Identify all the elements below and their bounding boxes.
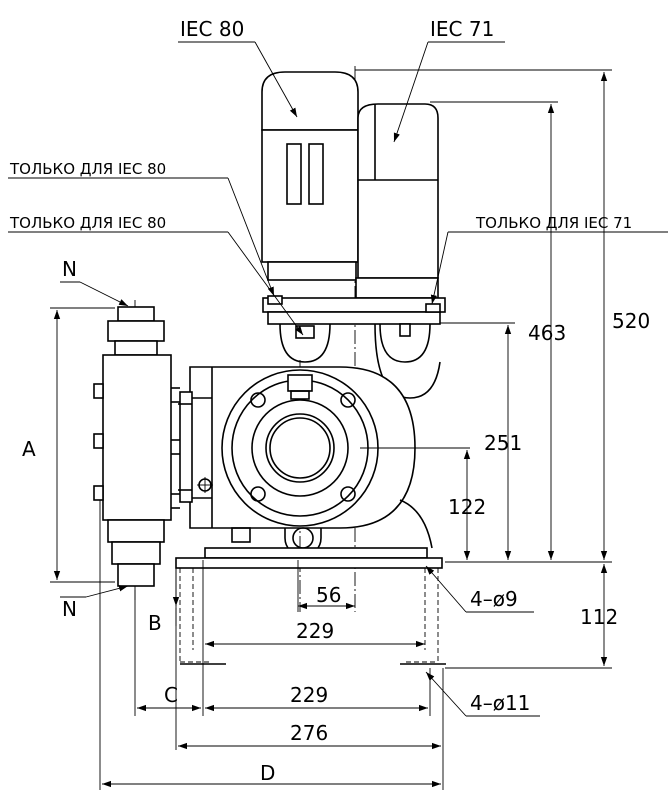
dim-229-bottom: 229 <box>290 683 328 707</box>
leader-lines <box>8 41 668 717</box>
motor-iec71 <box>355 103 439 299</box>
label-b: B <box>148 611 162 635</box>
motor-iec80 <box>261 71 359 281</box>
dim-520: 520 <box>612 309 650 333</box>
label-iec71: IEC 71 <box>430 17 494 41</box>
extension-lines <box>50 69 612 790</box>
pump-housing <box>178 366 433 557</box>
label-only-iec80-a: ТОЛЬКО ДЛЯ IEC 80 <box>9 160 166 178</box>
dimension-lines <box>53 72 608 788</box>
dim-463: 463 <box>528 321 566 345</box>
dim-hole-9: 4–ø9 <box>470 587 518 611</box>
dim-56: 56 <box>316 583 341 607</box>
label-n-bottom: N <box>62 597 77 621</box>
label-c: C <box>164 683 178 707</box>
label-iec80: IEC 80 <box>180 17 244 41</box>
dim-229-top: 229 <box>296 619 334 643</box>
dim-112: 112 <box>580 605 618 629</box>
labels: IEC 80 IEC 71 ТОЛЬКО ДЛЯ IEC 80 ТОЛЬКО Д… <box>9 17 650 785</box>
label-only-iec80-b: ТОЛЬКО ДЛЯ IEC 80 <box>9 214 166 232</box>
label-only-iec71: ТОЛЬКО ДЛЯ IEC 71 <box>475 214 632 232</box>
motor-adapter <box>262 295 446 399</box>
label-n-top: N <box>62 257 77 281</box>
label-d: D <box>260 761 275 785</box>
dim-122: 122 <box>448 495 486 519</box>
dim-251: 251 <box>484 431 522 455</box>
label-a: A <box>22 437 36 461</box>
dim-276: 276 <box>290 721 328 745</box>
dim-hole-11: 4–ø11 <box>470 691 530 715</box>
valve-block <box>93 306 180 587</box>
